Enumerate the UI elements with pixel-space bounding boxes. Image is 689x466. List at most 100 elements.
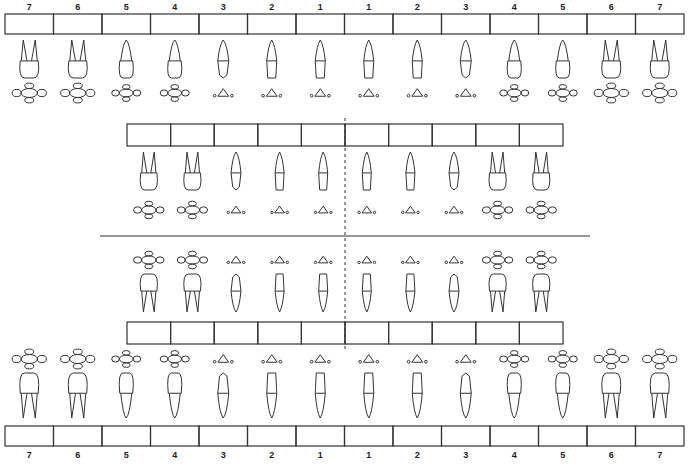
occlusal-lobe xyxy=(171,351,179,356)
tooth-crown xyxy=(364,373,374,393)
occlusal-lobe xyxy=(643,355,652,362)
tooth-side-view xyxy=(315,40,325,78)
occlusal-lobe xyxy=(145,264,153,269)
midline xyxy=(345,118,346,350)
tooth-side-view xyxy=(364,40,374,78)
occlusal-plane-line xyxy=(100,235,590,236)
chart-box xyxy=(393,14,442,34)
tooth-root xyxy=(121,393,132,418)
tooth-occlusal-view xyxy=(213,89,233,97)
tooth-occlusal-view xyxy=(445,256,463,263)
tooth-side-view xyxy=(68,40,87,78)
occlusal-lobe xyxy=(73,98,82,103)
tooth-root xyxy=(142,291,156,312)
tooth-root xyxy=(460,40,471,61)
tooth-side-view xyxy=(168,40,182,78)
tooth-side-view xyxy=(412,373,422,418)
incisal-dot xyxy=(373,261,375,263)
tooth-side-view xyxy=(460,40,471,78)
occlusal-center xyxy=(603,355,619,364)
occlusal-lobe xyxy=(160,356,168,362)
tooth-crown xyxy=(184,173,201,190)
tooth-occlusal-view xyxy=(227,206,245,213)
tooth-side-view xyxy=(68,373,87,418)
tooth-occlusal-view xyxy=(594,83,628,103)
occlusal-center xyxy=(556,89,570,97)
occlusal-lobe xyxy=(182,356,190,362)
incisal-dot xyxy=(227,211,229,213)
chart-box xyxy=(248,426,297,446)
incisal-outline xyxy=(363,355,374,363)
tooth-occlusal-view xyxy=(271,256,289,263)
incisal-dot xyxy=(373,211,375,213)
tooth-occlusal-view xyxy=(12,349,46,369)
occlusal-lobe xyxy=(37,89,46,96)
occlusal-lobe xyxy=(494,201,502,206)
tooth-root xyxy=(364,393,374,418)
chart-box xyxy=(393,426,442,446)
tooth-side-view xyxy=(364,373,374,418)
incisal-outline xyxy=(231,206,241,213)
chart-box xyxy=(490,14,539,34)
tooth-root xyxy=(231,291,241,312)
tooth-occlusal-view xyxy=(407,355,427,363)
occlusal-center xyxy=(21,355,37,364)
tooth-occlusal-view xyxy=(643,83,677,103)
incisal-dot xyxy=(407,94,410,97)
chart-box xyxy=(54,426,103,446)
tooth-occlusal-view xyxy=(402,256,420,263)
tooth-occlusal-view xyxy=(61,83,95,103)
occlusal-lobe xyxy=(537,251,545,256)
incisal-dot xyxy=(445,211,447,213)
occlusal-lobe xyxy=(510,97,518,102)
chart-box xyxy=(345,14,394,34)
tooth-side-view xyxy=(507,373,521,418)
tooth-crown xyxy=(412,373,422,393)
tooth-occlusal-view xyxy=(177,201,207,219)
occlusal-lobe xyxy=(482,207,490,213)
tooth-side-view xyxy=(460,373,471,418)
occlusal-lobe xyxy=(521,90,529,96)
incisal-dot xyxy=(330,211,332,213)
occlusal-lobe xyxy=(200,257,208,263)
tooth-number: 6 xyxy=(609,450,614,460)
occlusal-center xyxy=(168,89,182,97)
tooth-number: 5 xyxy=(560,2,565,12)
tooth-crown xyxy=(602,373,621,393)
tooth-side-view xyxy=(20,40,39,78)
tooth-occlusal-view xyxy=(177,251,207,269)
tooth-crown xyxy=(319,173,328,190)
tooth-root xyxy=(21,40,37,61)
tooth-side-view xyxy=(489,152,506,190)
incisal-outline xyxy=(218,89,229,97)
incisal-dot xyxy=(407,360,410,363)
incisal-dot xyxy=(456,360,459,363)
incisal-dot xyxy=(445,261,447,263)
chart-box xyxy=(490,426,539,446)
occlusal-lobe xyxy=(548,207,556,213)
tooth-root xyxy=(534,291,548,312)
incisal-outline xyxy=(266,89,277,97)
occlusal-lobe xyxy=(12,89,21,96)
occlusal-lobe xyxy=(61,89,70,96)
tooth-root xyxy=(412,393,422,418)
incisal-dot xyxy=(376,360,379,363)
tooth-root xyxy=(406,291,415,312)
occlusal-lobe xyxy=(510,85,518,90)
tooth-number: 2 xyxy=(415,2,420,12)
incisal-dot xyxy=(213,360,216,363)
occlusal-center xyxy=(490,206,504,214)
tooth-root xyxy=(603,393,619,418)
tooth-side-view xyxy=(319,152,328,190)
tooth-root xyxy=(449,291,459,312)
chart-box xyxy=(432,124,476,146)
incisal-outline xyxy=(275,256,285,263)
tooth-occlusal-view xyxy=(61,349,95,369)
tooth-crown xyxy=(602,61,621,78)
tooth-crown xyxy=(218,373,229,393)
occlusal-lobe xyxy=(133,90,141,96)
occlusal-center xyxy=(142,206,156,214)
incisal-dot xyxy=(456,94,459,97)
tooth-side-view xyxy=(218,40,229,78)
